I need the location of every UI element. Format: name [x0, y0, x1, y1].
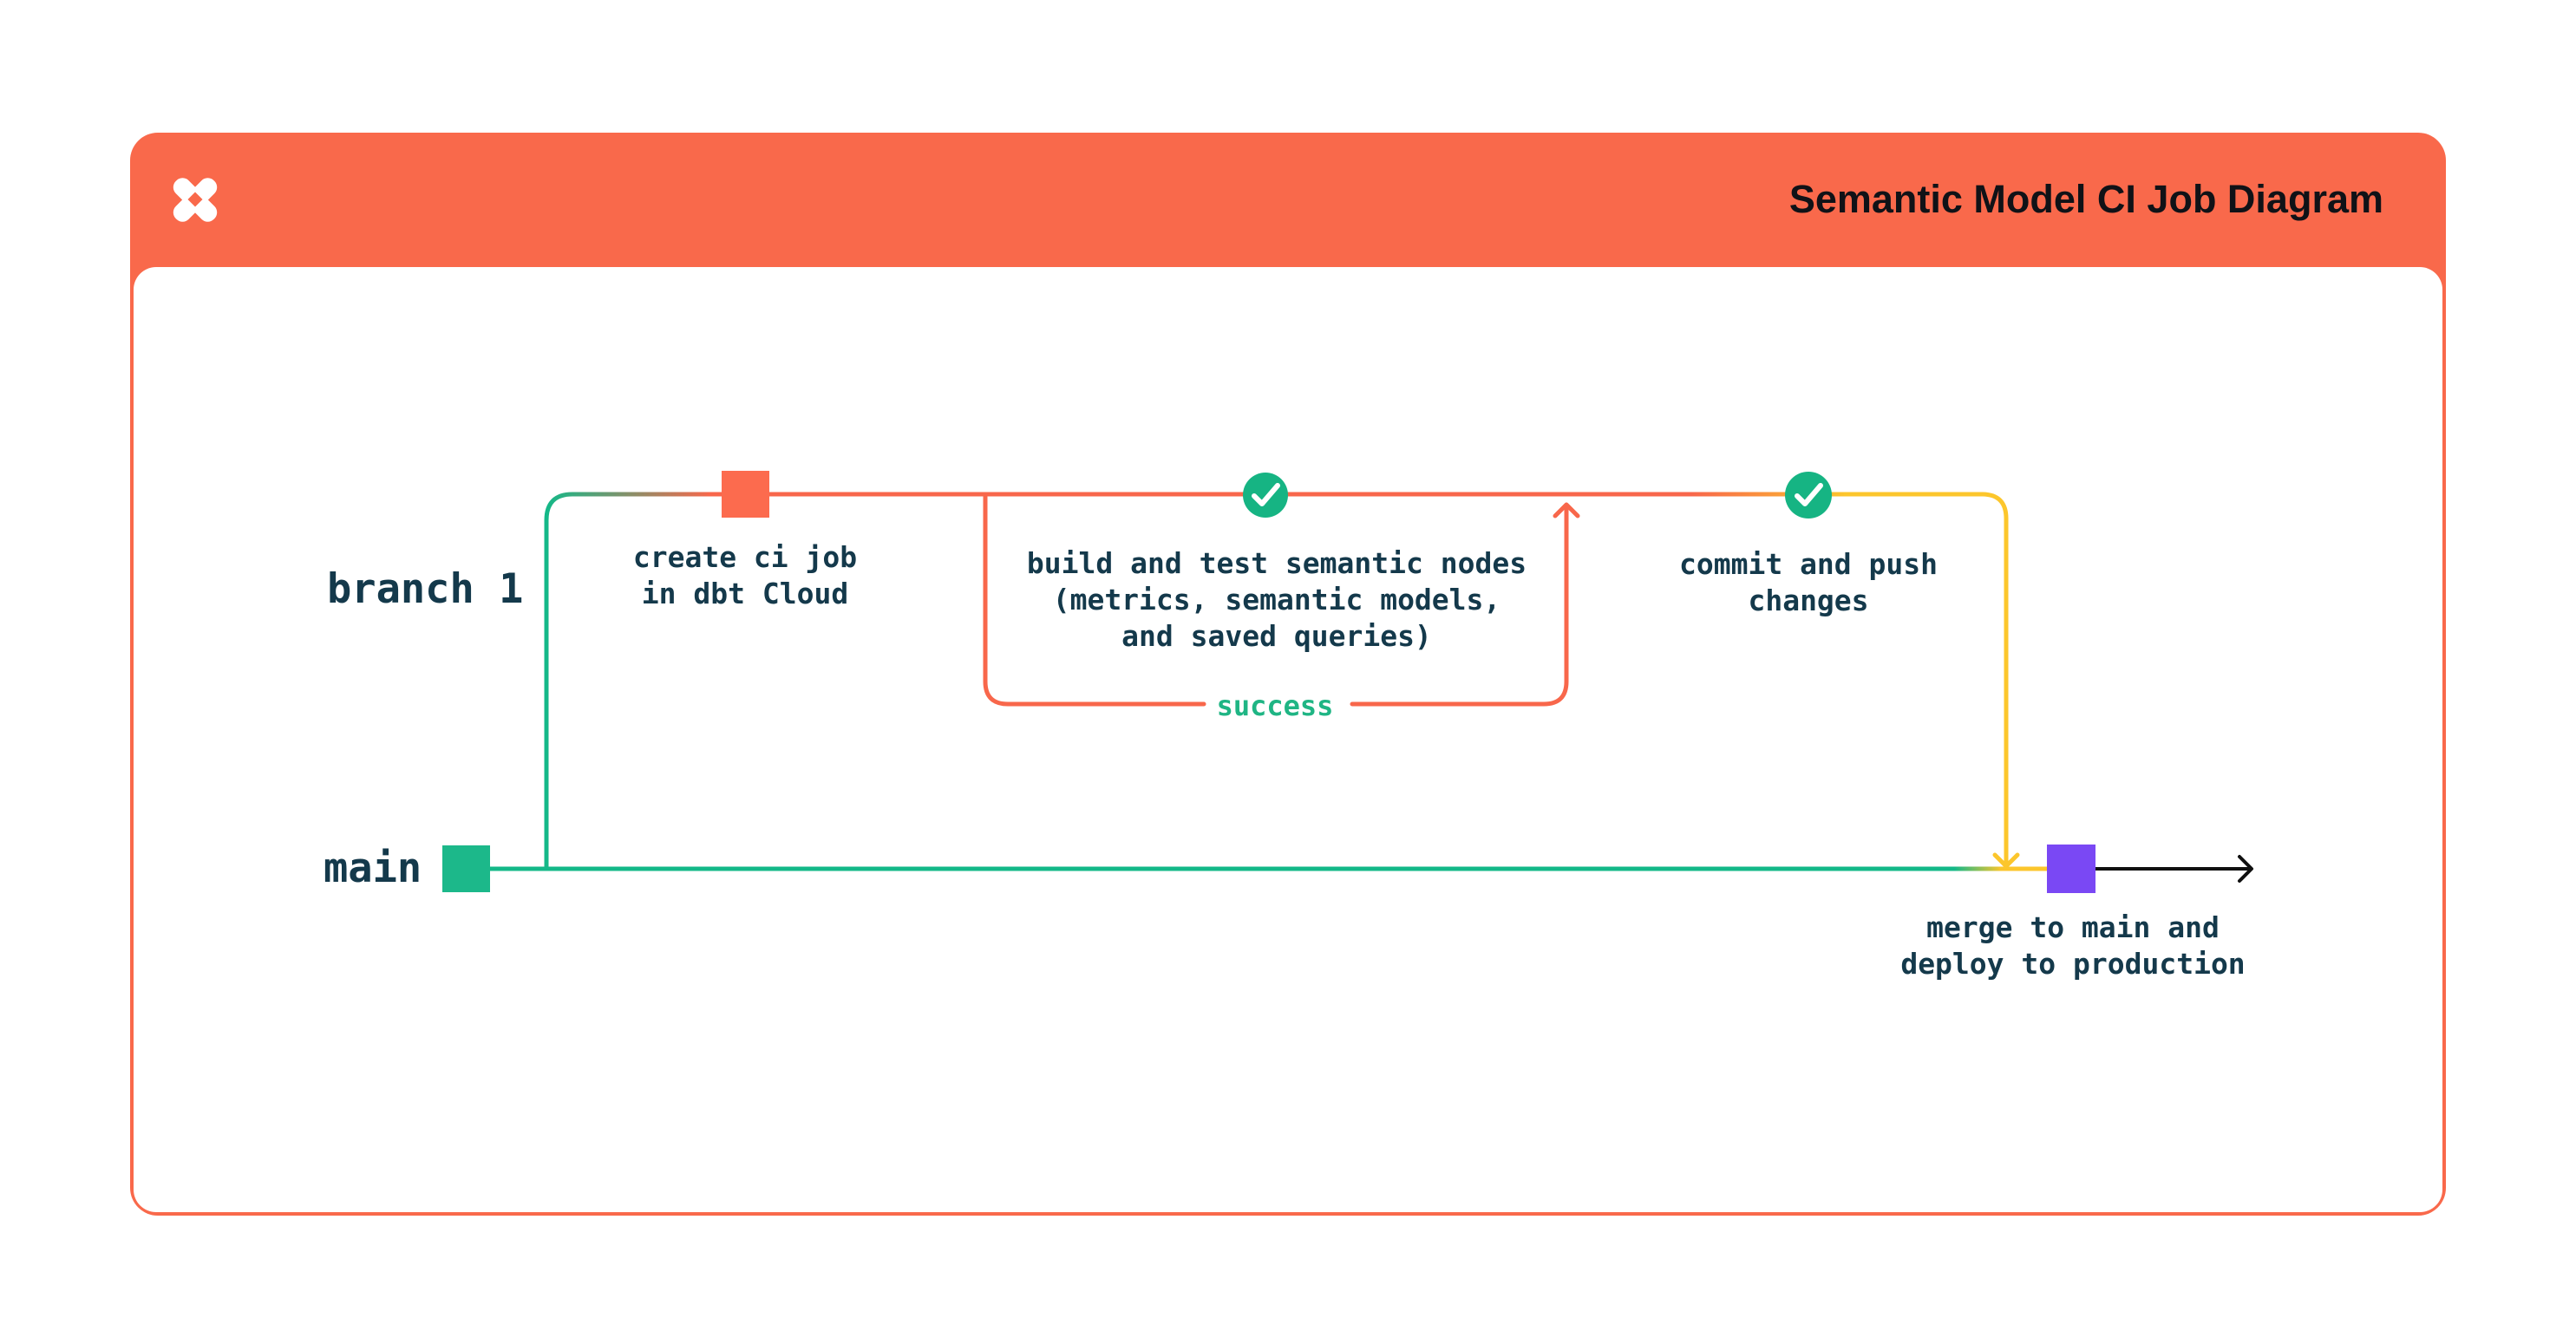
- merge-arrowhead-icon: [1992, 852, 2020, 869]
- commit-node-main-start: [442, 845, 490, 892]
- step-line: commit and push: [1678, 547, 1939, 581]
- step-line: build and test semantic nodes: [1026, 546, 1527, 580]
- step-line: (metrics, semantic models,: [1052, 583, 1501, 616]
- content-panel: [134, 267, 2442, 1212]
- step-commit-push-label: commit and push changes: [1679, 546, 1938, 619]
- main-label: main: [324, 845, 422, 892]
- check-icon: [1795, 483, 1823, 506]
- success-loop-left: [983, 494, 1206, 707]
- step-line: create ci job: [632, 540, 858, 574]
- page-title: Semantic Model CI Job Diagram: [1788, 177, 2383, 221]
- check-node-commit-push: [1785, 472, 1832, 519]
- branch-start-line: [544, 492, 714, 871]
- step-create-ci-label: create ci job in dbt Cloud: [633, 539, 857, 612]
- check-icon: [1252, 483, 1280, 506]
- branch-label: branch 1: [327, 565, 524, 613]
- step-line: deploy to production: [1900, 947, 2246, 981]
- success-label: success: [1216, 689, 1334, 722]
- success-arrowhead-icon: [1553, 502, 1580, 519]
- step-build-test-label: build and test semantic nodes (metrics, …: [1027, 545, 1527, 655]
- check-node-build-test: [1243, 473, 1288, 518]
- step-line: changes: [1748, 584, 1869, 617]
- step-line: merge to main and: [1926, 910, 2220, 944]
- branch-merge-line: [1843, 492, 2009, 864]
- step-merge-deploy-label: merge to main and deploy to production: [1900, 910, 2245, 982]
- step-line: in dbt Cloud: [641, 577, 849, 610]
- success-loop-right: [1350, 505, 1569, 707]
- diagram-card: Semantic Model CI Job Diagram: [130, 133, 2446, 1216]
- deploy-arrowhead-icon: [2238, 855, 2253, 883]
- step-line: and saved queries): [1121, 619, 1432, 653]
- commit-node-create-ci: [722, 471, 769, 518]
- commit-node-merge: [2047, 845, 2095, 893]
